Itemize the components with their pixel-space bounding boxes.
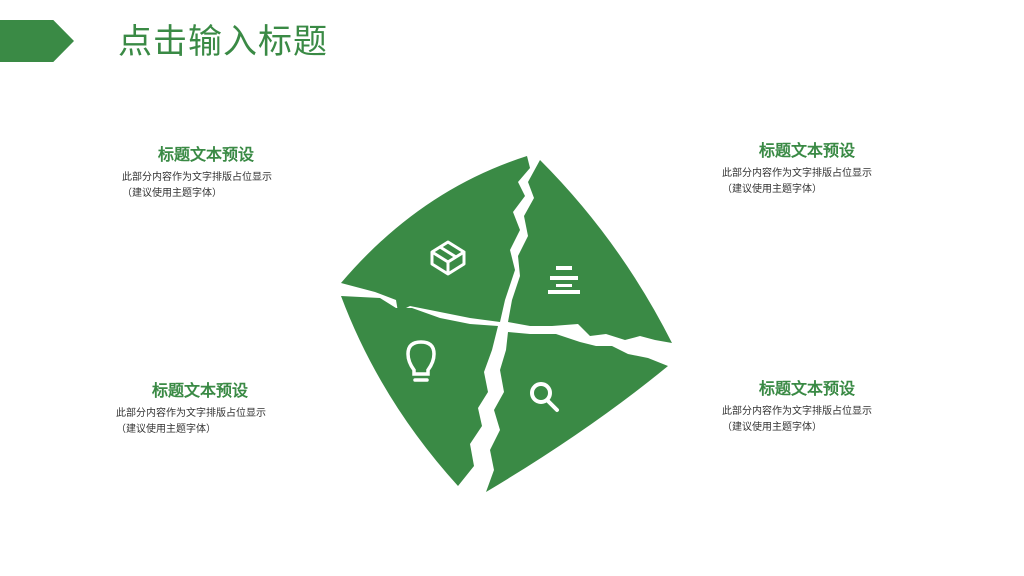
block-desc-line2: （建议使用主题字体） [116, 424, 216, 435]
block-desc-line1: 此部分内容作为文字排版占位显示 [722, 406, 872, 417]
block-description[interactable]: 此部分内容作为文字排版占位显示 （建议使用主题字体） [722, 404, 892, 436]
page-title[interactable]: 点击输入标题 [118, 22, 328, 62]
quadrant-bottom-right[interactable] [486, 332, 668, 492]
block-desc-line1: 此部分内容作为文字排版占位显示 [122, 172, 272, 183]
block-title[interactable]: 标题文本预设 [758, 379, 855, 398]
block-desc-line2: （建议使用主题字体） [722, 184, 822, 195]
four-quadrant-diagram [341, 156, 672, 492]
block-description[interactable]: 此部分内容作为文字排版占位显示 （建议使用主题字体） [118, 170, 294, 202]
block-title[interactable]: 标题文本预设 [151, 381, 248, 400]
quadrant-bottom-left[interactable] [341, 296, 498, 486]
block-desc-line1: 此部分内容作为文字排版占位显示 [116, 408, 266, 419]
text-block-top-right: 标题文本预设 此部分内容作为文字排版占位显示 （建议使用主题字体） [722, 140, 892, 198]
text-block-bottom-left: 标题文本预设 此部分内容作为文字排版占位显示 （建议使用主题字体） [112, 380, 288, 438]
title-arrow-tag [0, 20, 74, 62]
quadrant-top-right[interactable] [508, 160, 672, 343]
block-title[interactable]: 标题文本预设 [758, 141, 855, 160]
quadrant-top-left[interactable] [341, 156, 530, 322]
text-block-bottom-right: 标题文本预设 此部分内容作为文字排版占位显示 （建议使用主题字体） [722, 378, 892, 436]
block-desc-line1: 此部分内容作为文字排版占位显示 [722, 168, 872, 179]
lightbulb-icon [406, 340, 436, 382]
box-icon [430, 240, 466, 276]
block-title[interactable]: 标题文本预设 [157, 145, 254, 164]
block-description[interactable]: 此部分内容作为文字排版占位显示 （建议使用主题字体） [722, 166, 892, 198]
text-block-top-left: 标题文本预设 此部分内容作为文字排版占位显示 （建议使用主题字体） [118, 144, 294, 202]
block-desc-line2: （建议使用主题字体） [122, 188, 222, 199]
block-description[interactable]: 此部分内容作为文字排版占位显示 （建议使用主题字体） [112, 406, 288, 438]
stack-icon [548, 266, 580, 294]
block-desc-line2: （建议使用主题字体） [722, 422, 822, 433]
search-icon [530, 382, 559, 412]
